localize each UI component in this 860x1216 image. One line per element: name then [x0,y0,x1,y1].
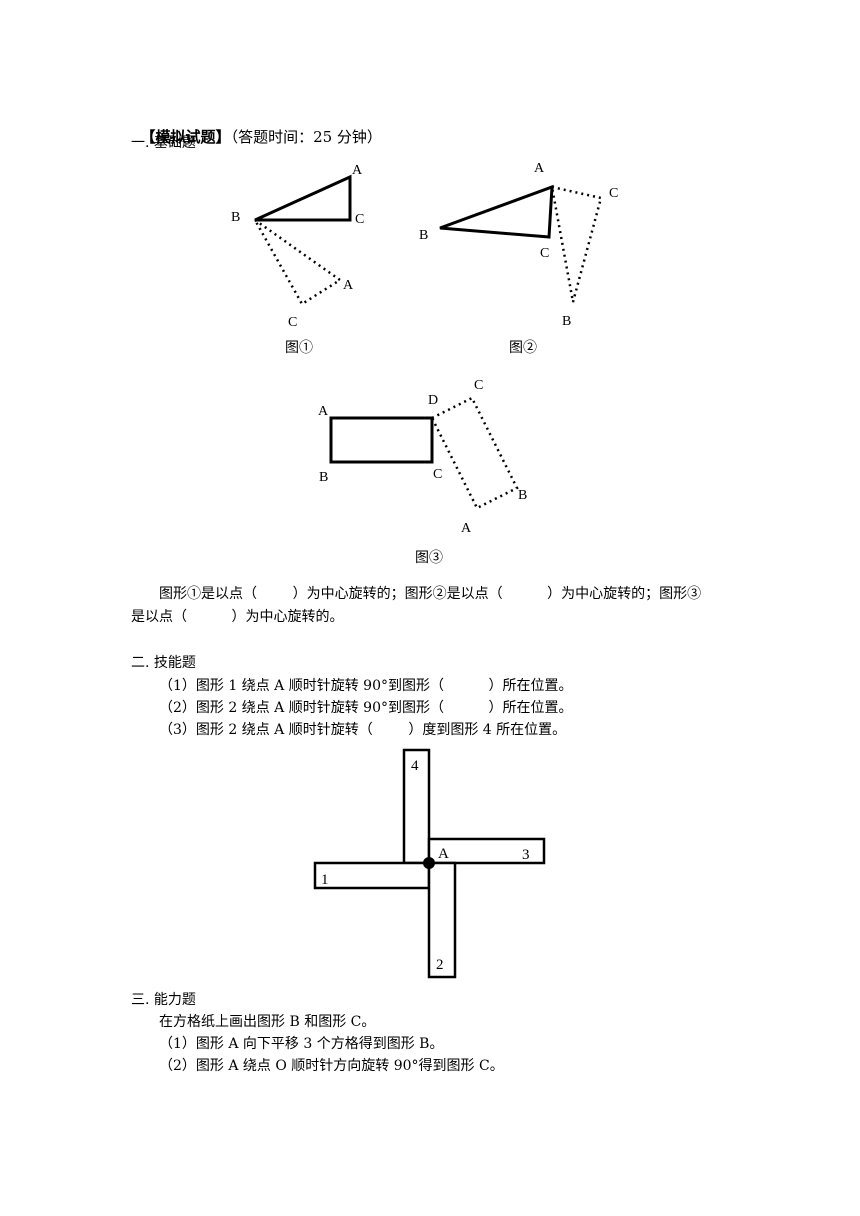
fig2-label-c-rot: C [609,186,618,201]
fig3-label-d: D [428,393,438,408]
fig1-label-c-right: C [355,212,364,227]
section2-heading: 二. 技能题 [131,655,196,671]
fig3-label-c: C [433,467,442,482]
fig1-triangle-original [254,174,352,222]
pinwheel-shape-3 [427,837,546,865]
fig1-triangle-rotated [253,218,343,306]
pinwheel-label-3: 3 [522,847,530,863]
pinwheel-label-1: 1 [321,872,329,888]
pinwheel-label-4: 4 [411,758,419,774]
pinwheel-label-2: 2 [436,957,444,973]
fig3-rect-original [329,416,434,464]
fig2-triangle-original [439,184,554,239]
figure-1: A B C A C 图① [231,163,364,356]
pinwheel-label-center: A [438,846,449,862]
fig3-rect-rotated [430,396,519,510]
fig3-label-b: B [319,470,328,485]
fig2-label-a: A [534,161,545,176]
section1-heading: 一. 基础题 [131,135,196,151]
section2-q3: （3）图形 2 绕点 A 顺时针旋转（ ）度到图形 4 所在位置。 [159,722,567,738]
section1-question-line1: 图形①是以点（ ）为中心旋转的；图形②是以点（ ）为中心旋转的；图形③ [159,586,702,602]
page-title: 【模拟试题】（答题时间：25 分钟） [131,110,382,146]
fig1-caption: 图① [285,340,313,356]
time-note: （答题时间：25 分钟） [230,128,382,146]
fig3-label-a: A [318,404,329,419]
section2-q1: （1）图形 1 绕点 A 顺时针旋转 90°到图形（ ）所在位置。 [159,678,573,694]
pinwheel-figure: 4 3 1 2 A [313,748,546,979]
section3-intro: 在方格纸上画出图形 B 和图形 C。 [159,1014,376,1030]
section3-q2: （2）图形 A 绕点 O 顺时针方向旋转 90°得到图形 C。 [159,1058,504,1074]
pinwheel-center-point [423,857,435,869]
fig1-label-a-rot: A [343,278,354,293]
fig3-label-c-rot: C [474,378,483,393]
section3-q1: （1）图形 A 向下平移 3 个方格得到图形 B。 [159,1036,444,1052]
fig3-label-b-rot: B [518,488,527,503]
fig1-label-c-rot: C [288,315,297,330]
fig1-label-b: B [231,210,240,225]
fig2-label-c: C [540,246,549,261]
section1-question-line2: 是以点（ ）为中心旋转的。 [131,609,344,625]
fig2-caption: 图② [509,340,537,356]
fig2-triangle-rotated [550,185,603,303]
figure-2: A C B C B 图② [419,161,618,356]
title-text: 【模拟试题】 [140,128,231,146]
section2-q2: （2）图形 2 绕点 A 顺时针旋转 90°到图形（ ）所在位置。 [159,700,573,716]
pinwheel-shape-1 [313,861,431,890]
fig2-label-b-rot: B [562,314,571,329]
fig3-caption: 图③ [415,550,443,566]
fig3-label-a-rot: A [461,521,472,536]
figure-3: A D C B C B A 图③ [318,378,527,566]
fig2-label-b: B [419,228,428,243]
fig1-label-a-top: A [352,163,363,178]
section3-heading: 三. 能力题 [131,992,196,1008]
pinwheel-shape-2 [427,861,457,979]
